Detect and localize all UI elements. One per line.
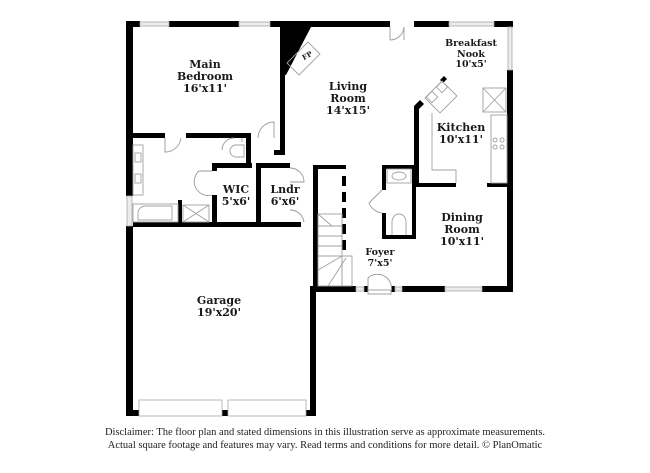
room-name-line: Room <box>330 92 366 105</box>
room-name-line: Lndr <box>270 183 300 196</box>
doors <box>164 26 405 295</box>
room-name-line: Foyer <box>365 247 395 258</box>
room-name-line: Main <box>189 58 221 71</box>
room-name-line: Breakfast <box>445 38 497 49</box>
room-label-laundry: Lndr 6'x6' <box>270 184 299 208</box>
room-label-main-bedroom: Main Bedroom 16'x11' <box>177 59 233 95</box>
room-name-line: Kitchen <box>436 121 486 134</box>
disclaimer-line-2: Actual square footage and features may v… <box>107 440 543 451</box>
room-dims: 10'x5' <box>455 59 487 70</box>
room-dims: 19'x20' <box>197 306 241 319</box>
walls <box>126 21 513 416</box>
room-dims: 7'x5' <box>367 257 393 269</box>
room-dims: 5'x6' <box>221 195 251 208</box>
room-label-foyer: Foyer 7'x5' <box>365 247 395 269</box>
room-label-living-room: Living Room 14'x15' <box>326 81 370 117</box>
room-name-line: Living <box>328 80 368 93</box>
room-name-line: Nook <box>457 48 485 60</box>
room-dims: 16'x11' <box>183 82 227 95</box>
room-label-garage: Garage 19'x20' <box>197 295 241 319</box>
disclaimer-line-1: Disclaimer: The floor plan and stated di… <box>104 427 546 438</box>
room-name-line: Dining <box>441 211 483 224</box>
room-dims: 10'x11' <box>440 235 484 248</box>
room-dims: 6'x6' <box>270 195 300 208</box>
room-name-line: Bedroom <box>176 70 234 83</box>
room-label-wic: WIC 5'x6' <box>222 184 251 208</box>
room-name-line: WIC <box>222 183 250 196</box>
fixtures <box>132 41 508 287</box>
room-label-breakfast-nook: Breakfast Nook 10'x5' <box>445 38 497 71</box>
room-dims: 10'x11' <box>439 133 483 146</box>
room-label-dining-room: Dining Room 10'x11' <box>440 212 484 248</box>
disclaimer: Disclaimer: The floor plan and stated di… <box>0 426 650 452</box>
room-name-line: Garage <box>196 294 242 307</box>
room-dims: 14'x15' <box>326 104 370 117</box>
room-name-line: Room <box>444 223 480 236</box>
windows <box>126 21 513 417</box>
room-label-kitchen: Kitchen 10'x11' <box>437 122 486 146</box>
